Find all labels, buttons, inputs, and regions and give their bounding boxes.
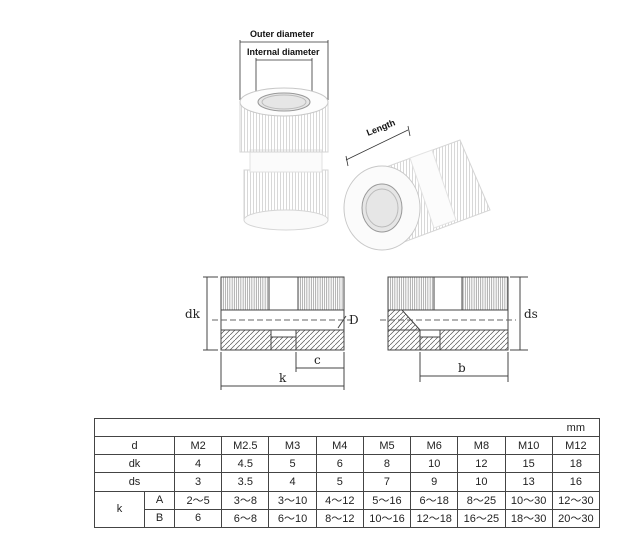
table-cell: 12～18 xyxy=(410,508,459,529)
table-cell: 7 xyxy=(362,472,412,492)
table-cell: 12 xyxy=(457,454,506,474)
horizontal-insert-illustration xyxy=(343,125,491,251)
k-label: k xyxy=(279,371,287,385)
table-cell: 16 xyxy=(551,472,601,492)
ds-label: ds xyxy=(524,307,538,321)
table-cell: 8 xyxy=(362,454,412,474)
table-cell: 10～16 xyxy=(362,508,412,529)
table-cell: A xyxy=(144,490,175,510)
table-cell: 2～5 xyxy=(173,490,223,510)
length-label: Length xyxy=(365,117,397,138)
vertical-insert-illustration xyxy=(239,40,329,231)
table-cell: d xyxy=(94,436,175,456)
cross-section-b xyxy=(380,276,528,382)
table-cell: 4.5 xyxy=(221,454,270,474)
table-cell: M2 xyxy=(173,436,223,456)
table-cell: 6 xyxy=(315,454,364,474)
table-cell: 8～25 xyxy=(457,490,506,510)
table-cell: 5～16 xyxy=(362,490,412,510)
table-cell: M2.5 xyxy=(221,436,270,456)
table-cell: 4 xyxy=(268,472,317,492)
table-cell: M4 xyxy=(315,436,364,456)
table-cell: dk xyxy=(94,454,175,474)
table-cell: 16～25 xyxy=(457,508,506,529)
table-cell: 10～30 xyxy=(504,490,553,510)
table-cell: 10 xyxy=(457,472,506,492)
table-cell: 9 xyxy=(410,472,459,492)
table-cell: 6～18 xyxy=(410,490,459,510)
table-cell: 13 xyxy=(504,472,553,492)
table-row: B 6 6～8 6～10 8～12 10～16 12～18 16～25 18～3… xyxy=(95,508,601,529)
table-cell: 6～10 xyxy=(268,508,317,529)
table-cell: 8～12 xyxy=(315,508,364,529)
table-cell: 3～8 xyxy=(221,490,270,510)
c-label: c xyxy=(314,353,321,367)
internal-diameter-label: Internal diameter xyxy=(247,47,320,57)
table-cell: M10 xyxy=(504,436,553,456)
table-cell: 20～30 xyxy=(551,508,601,529)
table-cell: 4～12 xyxy=(315,490,364,510)
table-cell: 18～30 xyxy=(504,508,553,529)
outer-diameter-label: Outer diameter xyxy=(250,29,315,39)
b-label: b xyxy=(458,361,466,375)
table-cell: 18 xyxy=(551,454,601,474)
table-row: dk 4 4.5 5 6 8 10 12 15 18 xyxy=(94,454,601,474)
d-label: D xyxy=(349,313,359,327)
table-cell: 6～8 xyxy=(221,508,270,529)
table-cell: k xyxy=(94,490,145,529)
unit-cell: mm xyxy=(174,417,600,438)
table-cell: ds xyxy=(94,472,175,492)
table-cell: 10 xyxy=(410,454,459,474)
table-cell: 3 xyxy=(173,472,223,492)
table-row: ds 3 3.5 4 5 7 9 10 13 16 xyxy=(94,472,601,492)
table-cell: 3.5 xyxy=(221,472,270,492)
table-cell: M6 xyxy=(410,436,459,456)
spec-table: mm d M2 M2.5 M3 M4 M5 M6 M8 M10 M12 dk 4… xyxy=(94,417,601,529)
table-row: d M2 M2.5 M3 M4 M5 M6 M8 M10 M12 xyxy=(94,436,601,456)
dk-label: dk xyxy=(185,307,201,321)
table-row: k A 2～5 3～8 3～10 4～12 5～16 6～18 8～25 10～… xyxy=(94,490,601,529)
table-cell: 4 xyxy=(173,454,223,474)
table-cell: 5 xyxy=(315,472,364,492)
table-cell: 15 xyxy=(504,454,553,474)
table-cell: M12 xyxy=(551,436,601,456)
table-cell: 12～30 xyxy=(551,490,601,510)
table-cell: 5 xyxy=(268,454,317,474)
table-row: mm xyxy=(94,417,600,438)
table-cell: M8 xyxy=(457,436,506,456)
cross-section-a xyxy=(203,276,352,390)
table-cell: M3 xyxy=(268,436,317,456)
table-cell: B xyxy=(144,508,175,529)
table-cell: M5 xyxy=(362,436,412,456)
table-cell: 6 xyxy=(173,508,223,529)
table-cell: 3～10 xyxy=(268,490,317,510)
